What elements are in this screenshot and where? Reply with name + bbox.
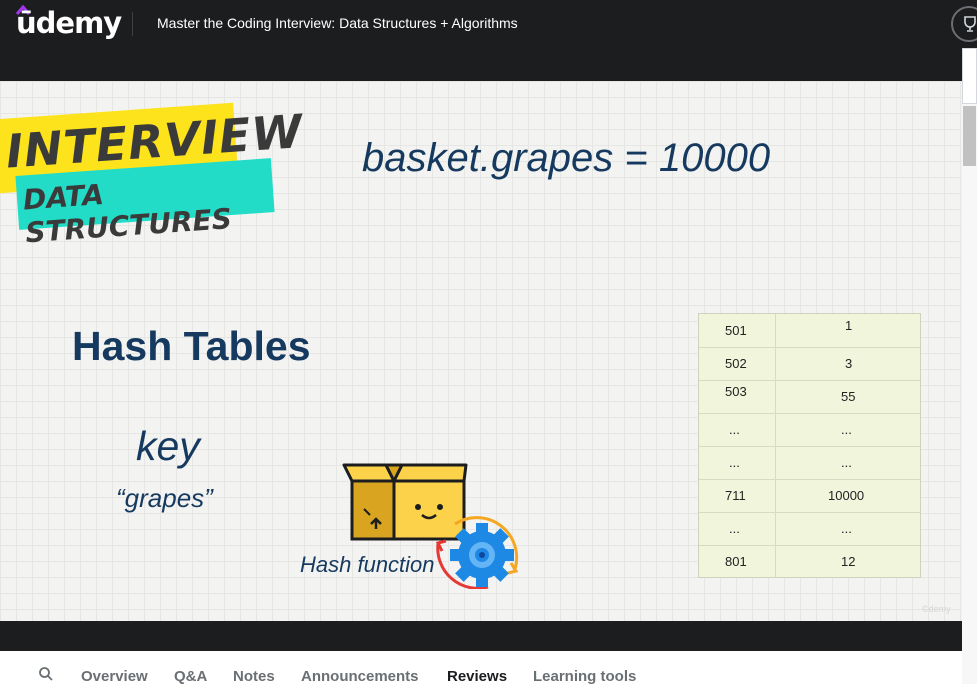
table-key: ... [729, 521, 740, 536]
udemy-logo[interactable]: ūdemy [16, 6, 122, 40]
table-row-divider [699, 413, 920, 414]
search-icon[interactable] [38, 666, 54, 682]
tab-qa[interactable]: Q&A [174, 668, 208, 685]
table-value: 55 [841, 389, 856, 404]
key-value: “grapes” [116, 483, 213, 513]
table-value: ... [841, 521, 852, 536]
header-divider [132, 12, 133, 36]
table-value: 10000 [828, 488, 865, 503]
player-controls-bar[interactable] [0, 621, 962, 651]
badge-data-structures-text: DATA STRUCTURES [21, 177, 233, 250]
lecture-slide[interactable]: INTERVIEW DATA STRUCTURES basket.grapes … [0, 81, 962, 621]
table-key: 711 [725, 488, 746, 503]
hash-function-box-icon [342, 463, 519, 589]
table-value: 3 [845, 356, 853, 371]
table-row-divider [699, 347, 920, 348]
tab-announcements[interactable]: Announcements [301, 668, 419, 685]
table-row-divider [699, 479, 920, 480]
code-example: basket.grapes = 10000 [362, 136, 771, 180]
table-row-divider [699, 512, 920, 513]
table-column-divider [775, 314, 776, 577]
hash-function-label: Hash function [300, 552, 435, 577]
table-row-divider [699, 380, 920, 381]
top-header: ūdemy Master the Coding Interview: Data … [0, 0, 977, 48]
hash-table: 501 1 502 3 503 55 ... ... ... ... 711 1… [698, 313, 921, 578]
sidebar-panel-edge [962, 48, 977, 104]
table-key: 502 [725, 356, 747, 371]
table-key: ... [729, 422, 740, 437]
table-value: 1 [845, 318, 853, 333]
table-value: ... [841, 422, 852, 437]
tab-reviews[interactable]: Reviews [447, 668, 508, 685]
tab-learning-tools[interactable]: Learning tools [533, 668, 637, 685]
sidebar-scroll-track[interactable] [962, 48, 977, 684]
table-key: ... [729, 455, 740, 470]
slide-title: Hash Tables [72, 323, 311, 369]
table-row-divider [699, 446, 920, 447]
course-tabs [0, 651, 962, 684]
key-label: key [136, 423, 200, 469]
slide-watermark: ©demy [922, 604, 951, 614]
udemy-logo-hat-icon [15, 5, 31, 15]
course-title[interactable]: Master the Coding Interview: Data Struct… [157, 15, 518, 31]
table-row-divider [699, 545, 920, 546]
table-key: 801 [725, 554, 747, 569]
tab-notes[interactable]: Notes [233, 668, 275, 685]
table-key: 503 [725, 384, 747, 399]
table-value: 12 [841, 554, 856, 569]
player-top-bar [0, 48, 962, 81]
tab-overview[interactable]: Overview [81, 668, 148, 685]
table-value: ... [841, 455, 852, 470]
trophy-icon[interactable] [951, 6, 977, 42]
scrollbar-thumb[interactable] [963, 106, 976, 166]
table-key: 501 [725, 323, 747, 338]
